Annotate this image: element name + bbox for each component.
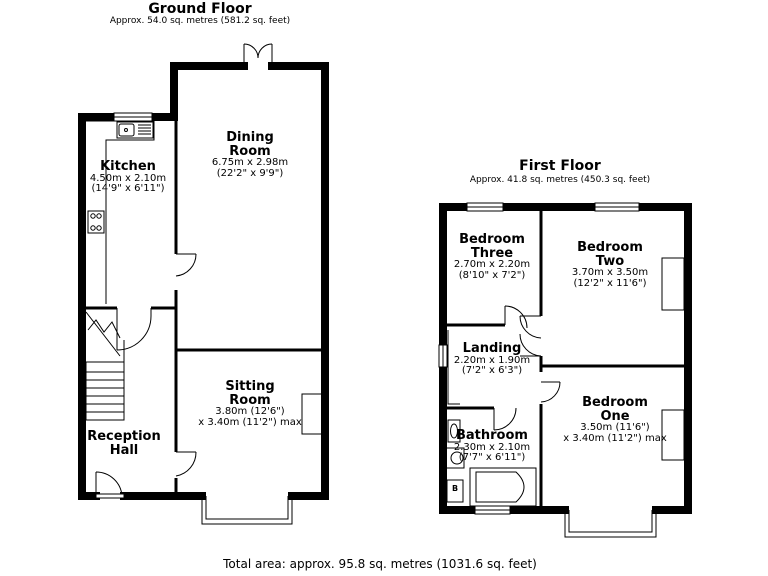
kitchen-dining-door (175, 253, 197, 277)
bathroom-dim-imperial: (7'7" x 6'11") (458, 452, 526, 464)
first-floor-title: First Floor (519, 158, 601, 174)
hall-kitchen-door (116, 308, 152, 351)
kitchen-sink-icon (116, 121, 154, 139)
landing-name: Landing (462, 341, 522, 356)
bedroom-two-label: Bedroom Two 3.70m x 3.50m (12'2" x 11'6"… (560, 241, 660, 289)
bedroom-three-label: Bedroom Three 2.70m x 2.20m (8'10" x 7'2… (446, 233, 538, 281)
sitting-room-label: Sitting Room 3.80m (12'6") x 3.40m (11'2… (185, 380, 315, 428)
sitting-room-dim-1: 3.80m (12'6") (215, 406, 285, 418)
ground-floor-plan (78, 43, 329, 525)
sitting-room-fireplace (301, 393, 323, 435)
reception-hall-name-line2: Hall (109, 442, 139, 458)
hall-sitting-door (175, 451, 197, 477)
dining-room-dim-imperial: (22'2" x 9'9") (216, 167, 284, 179)
sitting-room-name-line1: Sitting (225, 379, 275, 394)
reception-hall-name-line1: Reception (87, 429, 161, 444)
dining-room-dim-metric: 6.75m x 2.98m (211, 157, 289, 169)
bedroom-two-dim-imperial: (12'2" x 11'6") (573, 277, 647, 289)
bedroom-two-name-line1: Bedroom (577, 240, 643, 255)
ground-floor-internal-walls (82, 66, 325, 496)
landing-stair-void (447, 330, 460, 405)
bedroom-three-dim-metric: 2.70m x 2.20m (453, 259, 531, 271)
kitchen-name: Kitchen (100, 159, 156, 174)
front-door (95, 471, 125, 499)
chimney-breasts (661, 257, 685, 461)
sitting-room-bay-window (201, 496, 293, 525)
bedroom-one-name-line2: One (600, 408, 630, 424)
bathroom-name: Bathroom (456, 428, 528, 443)
first-floor-internal-walls (443, 207, 688, 510)
kitchen-worktop (86, 120, 155, 304)
kitchen-dim-imperial: (14'9" x 6'11") (91, 183, 165, 195)
bedroom-three-name-line2: Three (470, 245, 514, 261)
boiler-label: B (451, 484, 459, 493)
bathroom-dim-metric: 2.30m x 2.10m (453, 441, 531, 453)
dining-french-doors (219, 43, 273, 68)
boiler-icon (446, 479, 464, 503)
landing-dim-metric: 2.20m x 1.90m (453, 354, 531, 366)
bedroom-three-name-line1: Bedroom (459, 232, 525, 247)
ground-floor-title: Ground Floor (148, 1, 252, 17)
bedroom-two-name-line2: Two (595, 253, 625, 269)
ground-floor-area: Approx. 54.0 sq. metres (581.2 sq. feet) (109, 16, 291, 26)
dining-room-label: Dining Room 6.75m x 2.98m (22'2" x 9'9") (190, 131, 310, 179)
bedroom-one-dim-2: x 3.40m (11'2") max (563, 432, 667, 444)
bedroom-one-bay-window (564, 510, 657, 538)
first-floor-doors (493, 305, 561, 431)
reception-hall-label: Reception Hall (86, 430, 162, 457)
bedroom-one-label: Bedroom One 3.50m (11'6") x 3.40m (11'2"… (548, 396, 682, 444)
kitchen-window (113, 112, 153, 122)
bedroom-three-dim-imperial: (8'10" x 7'2") (458, 269, 526, 281)
bathroom-fixtures (445, 419, 537, 507)
first-floor-area: Approx. 41.8 sq. metres (450.3 sq. feet) (469, 175, 651, 185)
sitting-room-name-line2: Room (229, 392, 271, 408)
bedroom-one-dim-1: 3.50m (11'6") (580, 422, 650, 434)
dining-room-name-line2: Room (229, 143, 271, 159)
first-floor-plan (438, 202, 692, 538)
kitchen-label: Kitchen 4.50m x 2.10m (14'9" x 6'11") (80, 160, 176, 195)
landing-dim-imperial: (7'2" x 6'3") (461, 365, 523, 377)
hob-icon (87, 210, 105, 234)
staircase (85, 311, 125, 421)
sitting-room-dim-2: x 3.40m (11'2") max (198, 416, 302, 428)
bathroom-label: Bathroom 2.30m x 2.10m (7'7" x 6'11") (446, 429, 538, 464)
dining-room-name-line1: Dining (226, 130, 274, 145)
total-area: Total area: approx. 95.8 sq. metres (103… (223, 557, 537, 571)
bedroom-one-name-line1: Bedroom (582, 395, 648, 410)
kitchen-dim-metric: 4.50m x 2.10m (89, 172, 167, 184)
first-floor-windows (438, 202, 640, 515)
bedroom-two-dim-metric: 3.70m x 3.50m (571, 267, 649, 279)
landing-label: Landing 2.20m x 1.90m (7'2" x 6'3") (447, 342, 537, 377)
